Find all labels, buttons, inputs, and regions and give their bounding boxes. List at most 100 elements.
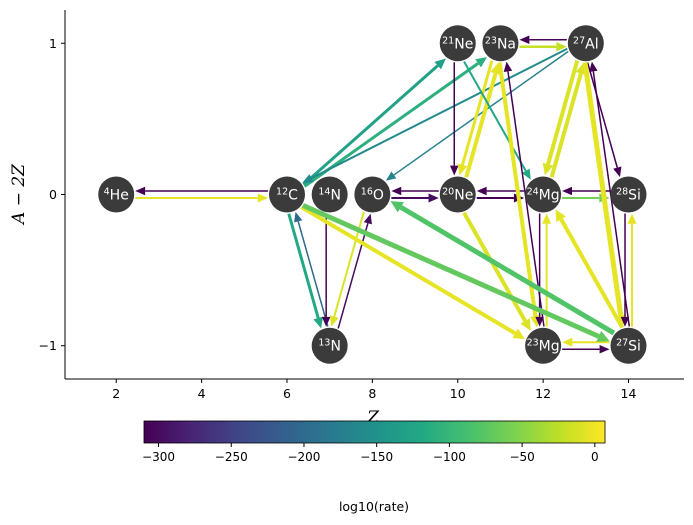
- node-mass-number: 27: [616, 338, 628, 349]
- edge-al27-to-o16: [385, 50, 569, 181]
- edge-arrowhead: [363, 213, 372, 225]
- node-si28: 28Si: [610, 176, 647, 213]
- edge-arrowhead: [434, 58, 446, 70]
- node-label: 13N: [318, 338, 341, 355]
- node-symbol: Al: [585, 36, 598, 52]
- y-tick-label: 1: [49, 36, 57, 51]
- node-circle: [482, 25, 519, 62]
- node-si27: 27Si: [610, 327, 647, 364]
- edge-arrowhead: [542, 162, 554, 176]
- edge-arrowhead: [457, 163, 468, 176]
- node-mass-number: 13: [318, 338, 330, 349]
- edge-ne21-to-mg24: [463, 61, 531, 180]
- colorbar-gradient: [144, 421, 605, 443]
- node-circle: [610, 327, 647, 364]
- edge-arrowhead: [627, 213, 637, 224]
- node-mass-number: 20: [442, 187, 454, 198]
- edge-line: [582, 62, 624, 316]
- colorbar-frame: [143, 420, 606, 444]
- edge-arrowhead: [313, 316, 324, 329]
- edge-line: [303, 62, 480, 188]
- edge-si27-to-mg23: [562, 337, 610, 347]
- edge-arrowhead: [599, 344, 610, 354]
- node-symbol: Mg: [539, 188, 560, 204]
- node-label: 27Si: [616, 338, 641, 355]
- node-n14: 14N: [311, 176, 348, 213]
- node-label: 16O: [361, 187, 384, 204]
- node-symbol: O: [373, 188, 384, 204]
- node-mg23: 23Mg: [525, 327, 562, 364]
- colorbar-tick-label: −200: [287, 450, 320, 464]
- edge-arrowhead: [294, 211, 303, 223]
- node-mass-number: 14: [318, 187, 330, 198]
- edge-line: [302, 64, 439, 186]
- node-symbol: Na: [497, 36, 516, 52]
- edge-arrowhead: [613, 166, 622, 178]
- node-symbol: Si: [628, 188, 641, 204]
- edge-mg24-to-mg23: [535, 213, 544, 327]
- edge-arrowhead: [390, 201, 404, 213]
- edge-line: [301, 203, 600, 339]
- edge-arrowhead: [535, 316, 544, 327]
- node-mass-number: 23: [527, 338, 539, 349]
- node-label: 28Si: [616, 187, 641, 204]
- edge-c12-to-na23: [303, 57, 487, 188]
- node-symbol: Ne: [454, 188, 473, 204]
- edge-c12-to-ne21: [302, 58, 446, 186]
- edge-line: [399, 205, 616, 336]
- node-circle: [98, 176, 135, 213]
- edge-arrowhead: [475, 57, 487, 68]
- edge-arrowhead: [521, 168, 531, 180]
- edge-c12-to-n13: [287, 213, 324, 329]
- node-symbol: Mg: [539, 339, 560, 355]
- node-na23: 23Na: [482, 25, 519, 62]
- edge-line: [463, 61, 527, 172]
- edge-line: [546, 60, 580, 165]
- edge-arrowhead: [512, 328, 525, 340]
- edge-arrowhead: [302, 174, 314, 183]
- node-o16: 16O: [354, 176, 391, 213]
- node-label: 20Ne: [442, 187, 473, 204]
- node-symbol: He: [110, 188, 129, 204]
- edge-na23-to-al27: [519, 42, 567, 52]
- node-mass-number: 21: [442, 35, 454, 46]
- edge-n13-to-c12: [294, 211, 329, 327]
- edge-si27-to-mg24: [555, 209, 624, 329]
- node-mass-number: 27: [573, 35, 585, 46]
- edge-arrowhead: [620, 316, 630, 327]
- edge-line: [461, 60, 494, 166]
- node-circle: [439, 25, 476, 62]
- edge-c12-to-mg23: [300, 205, 525, 340]
- edge-arrowhead: [391, 186, 402, 196]
- edge-line: [464, 72, 498, 178]
- edge-arrowhead: [555, 209, 566, 222]
- node-label: 14N: [318, 187, 341, 204]
- node-mass-number: 4: [104, 187, 110, 198]
- edge-line: [497, 62, 538, 317]
- y-ticks: −101: [39, 36, 65, 353]
- y-tick-label: 0: [49, 187, 57, 202]
- edge-n13-to-o16: [337, 213, 372, 329]
- edge-arrowhead: [542, 213, 552, 224]
- x-tick-label: 6: [283, 386, 291, 401]
- reaction-edges: [135, 35, 637, 354]
- edge-ne21-to-ne20: [449, 62, 459, 176]
- node-c12: 12C: [268, 176, 305, 213]
- edge-line: [549, 72, 583, 178]
- node-n13: 13N: [311, 327, 348, 364]
- node-ne20: 20Ne: [439, 176, 476, 213]
- colorbar-label: log10(rate): [339, 499, 409, 514]
- edge-ne20-to-o16: [391, 186, 439, 196]
- edge-line: [297, 221, 329, 327]
- node-symbol: Ne: [454, 36, 473, 52]
- edge-arrowhead: [257, 193, 268, 203]
- x-tick-label: 2: [112, 386, 120, 401]
- node-circle: [311, 327, 348, 364]
- edge-si27-to-o16: [390, 201, 616, 336]
- node-label: 4He: [104, 187, 129, 204]
- edge-c12-to-si27: [301, 203, 610, 342]
- node-mg24: 24Mg: [525, 176, 562, 213]
